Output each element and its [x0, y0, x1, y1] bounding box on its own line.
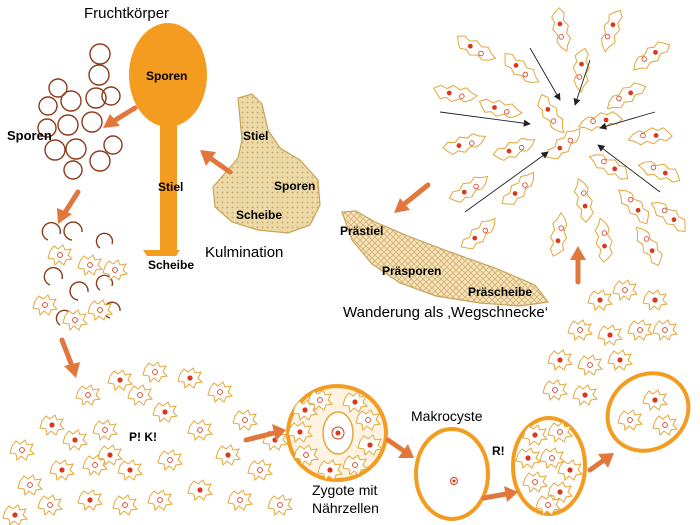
- aggregation-centre: [431, 6, 692, 270]
- label-kulmination: Kulmination: [205, 244, 284, 261]
- germinating-spores: [32, 221, 128, 331]
- label-stiel-fruit: Stiel: [158, 180, 184, 194]
- migrating-slug: [341, 210, 550, 307]
- hatching-cyst: [605, 371, 691, 453]
- label-fruchtkoerper: Fruchtkörper: [84, 5, 170, 22]
- label-makrocyste: Makrocyste: [411, 408, 483, 424]
- macrocyst-recombinant: [511, 416, 587, 516]
- spore-cluster: [37, 43, 123, 180]
- label-wanderung: Wanderung als ‚Wegschnecke‘: [343, 304, 549, 321]
- label-zygote-line2: Nährzellen: [312, 500, 379, 516]
- label-scheibe-kulmination: Scheibe: [236, 208, 283, 222]
- label-sporen-kulmination: Sporen: [274, 179, 316, 193]
- label-pk: P! K!: [129, 430, 157, 444]
- zygote-with-nurse-cells: [286, 384, 388, 482]
- label-sporen-head: Sporen: [146, 69, 188, 83]
- label-praesporen: Präsporen: [382, 264, 442, 278]
- label-r: R!: [492, 444, 505, 458]
- macrocyst: [414, 427, 490, 521]
- label-stiel-kulmination: Stiel: [243, 129, 269, 143]
- label-sporen-left: Sporen: [7, 128, 52, 143]
- fruiting-body: [129, 23, 207, 256]
- label-zygote-line1: Zygote mit: [312, 482, 378, 498]
- label-scheibe-fruit: Scheibe: [148, 258, 195, 272]
- cycle-arrows: [57, 105, 614, 502]
- label-praescheibe: Präscheibe: [468, 285, 533, 299]
- label-praestiel: Prästiel: [340, 224, 384, 238]
